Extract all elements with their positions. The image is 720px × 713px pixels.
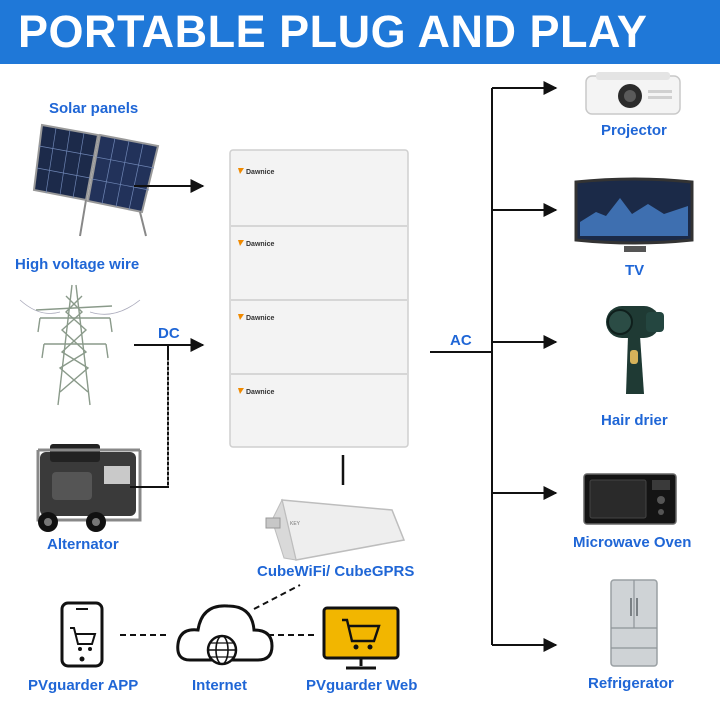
microwave-icon	[583, 473, 677, 525]
refrigerator-icon	[610, 579, 658, 667]
wifi-dongle-icon: KEY	[265, 498, 406, 561]
title-banner: PORTABLE PLUG AND PLAY	[0, 0, 720, 64]
high-voltage-wire-label: High voltage wire	[15, 256, 140, 273]
internet-dongle-link	[253, 584, 301, 610]
svg-text:Dawnice: Dawnice	[246, 315, 275, 322]
alternator-label: Alternator	[47, 536, 119, 553]
svg-text:KEY: KEY	[290, 521, 301, 527]
cloud-internet-icon	[176, 604, 274, 666]
microwave-label: Microwave Oven	[573, 534, 692, 551]
dongle-label: CubeWiFi/ CubeGPRS	[257, 563, 415, 580]
internet-label: Internet	[192, 677, 248, 694]
phone-app-icon	[60, 601, 104, 668]
projector-icon	[585, 72, 681, 115]
svg-text:Dawnice: Dawnice	[246, 169, 275, 176]
page-title: PORTABLE PLUG AND PLAY	[18, 6, 648, 57]
generator-icon	[36, 444, 142, 532]
pvguarder-app-label: PVguarder APP	[28, 677, 139, 694]
pvguarder-web-label: PVguarder Web	[306, 677, 418, 694]
ac-label: AC	[450, 332, 472, 349]
tv-icon	[574, 177, 694, 252]
svg-text:Dawnice: Dawnice	[246, 241, 275, 248]
hair-drier-label: Hair drier	[601, 412, 668, 429]
refrigerator-label: Refrigerator	[588, 675, 674, 692]
svg-text:Dawnice: Dawnice	[246, 389, 275, 396]
battery-brand-logo: Dawnice	[238, 168, 275, 176]
projector-label: Projector	[601, 122, 667, 139]
solar-panels-label: Solar panels	[49, 100, 139, 117]
hair-drier-icon	[606, 306, 664, 394]
solar-panel-icon	[32, 123, 160, 237]
dc-label: DC	[158, 325, 180, 342]
transmission-tower-icon	[19, 284, 141, 406]
web-monitor-icon	[322, 606, 400, 670]
battery-stack: Dawnice Dawnice Dawnice Dawnice	[229, 149, 409, 448]
tv-label: TV	[625, 262, 645, 279]
